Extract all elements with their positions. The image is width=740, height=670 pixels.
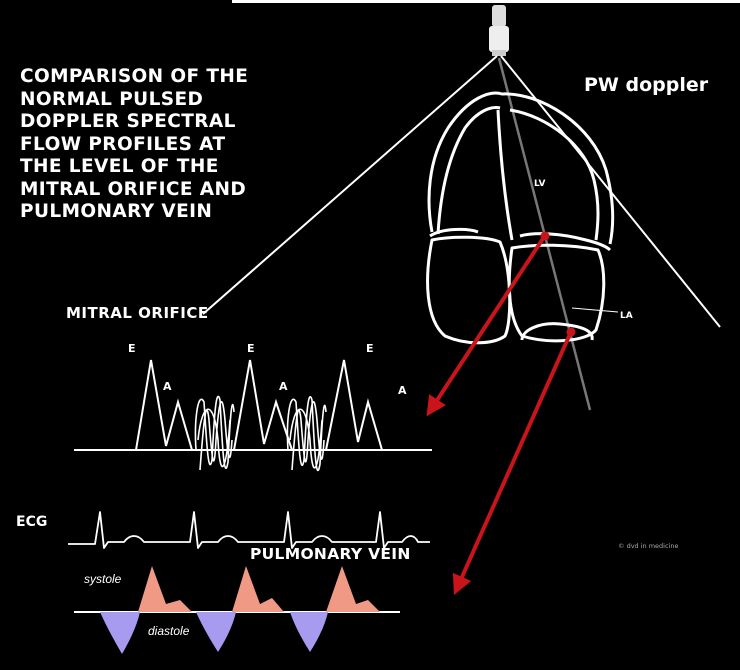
wave-label-a-1: A	[163, 380, 172, 393]
pulmonary-vein-trace	[74, 566, 400, 654]
wave-label-a-3: A	[398, 384, 407, 397]
mitral-doppler-trace	[74, 360, 432, 450]
pulmonary-vein-label: PULMONARY VEIN	[250, 545, 411, 563]
wave-label-e-2: E	[247, 342, 255, 355]
diastole-wave-3	[290, 612, 328, 652]
heart-outline	[428, 93, 613, 343]
wave-label-a-2: A	[279, 380, 288, 393]
wave-label-e-1: E	[128, 342, 136, 355]
systole-wave-1	[138, 566, 192, 612]
mitral-valve-click-noise	[195, 396, 326, 470]
mitral-orifice-label: MITRAL ORIFICE	[66, 304, 209, 322]
probe-icon	[489, 5, 509, 56]
top-white-strip	[232, 0, 740, 3]
diagram-title: COMPARISON OF THE NORMAL PULSED DOPPLER …	[20, 66, 320, 224]
wave-label-e-3: E	[366, 342, 374, 355]
la-label: LA	[620, 311, 633, 321]
ecg-trace	[68, 512, 430, 548]
lv-label: LV	[534, 179, 545, 189]
ecg-label: ECG	[16, 514, 47, 530]
credit-text: © dvd in medicine	[618, 542, 678, 550]
mitral-arrow	[432, 237, 544, 408]
systole-wave-3	[326, 566, 380, 612]
diastole-wave-2	[196, 612, 236, 652]
pulmonary-arrow	[458, 334, 570, 586]
diastole-wave-1	[100, 612, 140, 654]
systole-label: systole	[84, 572, 121, 586]
systole-wave-2	[232, 566, 284, 612]
red-arrows	[432, 232, 576, 587]
la-pointer	[572, 308, 618, 312]
diastole-label: diastole	[148, 624, 189, 638]
pw-doppler-label: PW doppler	[584, 74, 708, 96]
